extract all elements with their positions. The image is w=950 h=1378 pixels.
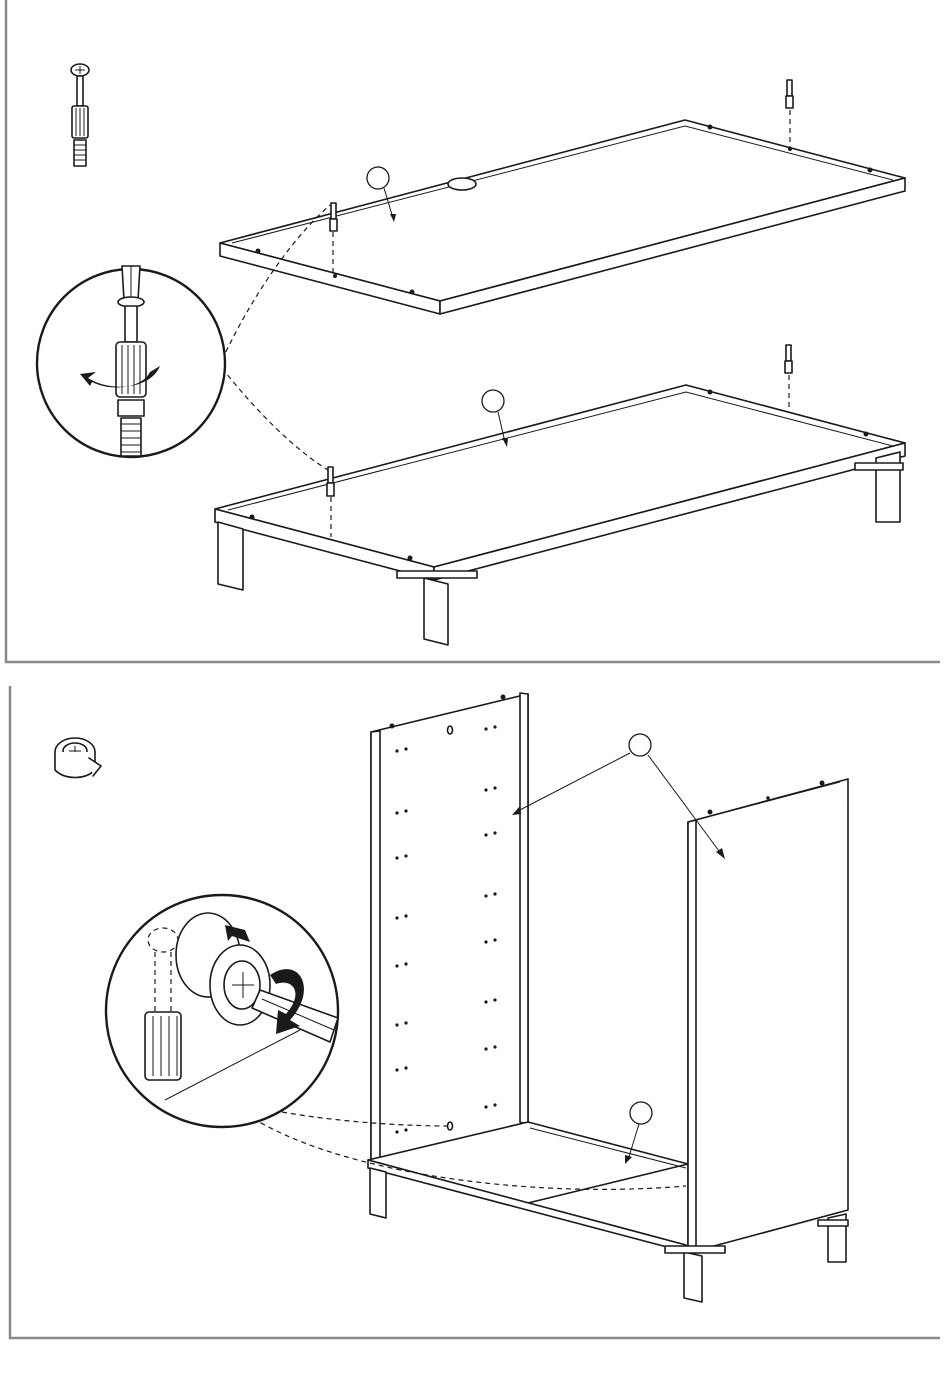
left-side-panel: [371, 693, 528, 1164]
cable-hole: [448, 178, 476, 190]
leg-front-left: [218, 522, 243, 590]
detail-connector-bottom: [222, 368, 328, 470]
cam-lock-tighten-detail: [106, 895, 338, 1127]
screwdriver-twist-detail: [37, 266, 225, 457]
dowel-screw-icon: [71, 64, 89, 166]
dowel-base-right: [785, 345, 792, 410]
leg-back-right: [855, 452, 903, 522]
top-panel: [220, 120, 905, 314]
dowel-top-right: [786, 80, 793, 147]
cam-lock-icon: [55, 738, 101, 778]
base-panel: [215, 385, 905, 580]
leg-front-center: [397, 571, 477, 645]
right-side-panel: [688, 779, 848, 1255]
